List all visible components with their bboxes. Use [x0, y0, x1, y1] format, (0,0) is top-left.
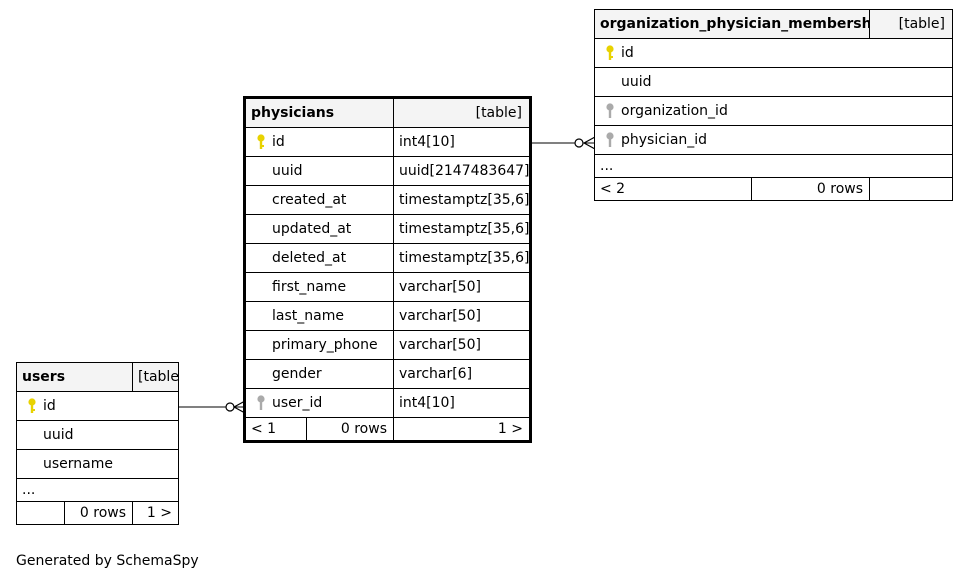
- column-row[interactable]: physician_id: [593, 125, 954, 155]
- table-type: [table]: [132, 362, 180, 392]
- column-name: id: [272, 134, 285, 150]
- column-name: uuid: [43, 427, 74, 443]
- column-type: timestamptz[35,6]: [393, 185, 531, 215]
- column-row[interactable]: id: [593, 38, 954, 68]
- parents-link[interactable]: < 2: [594, 177, 752, 201]
- column-row[interactable]: username: [15, 449, 180, 479]
- column-name-cell[interactable]: gender: [244, 359, 394, 389]
- children-link[interactable]: 1 >: [132, 501, 180, 525]
- parents-link[interactable]: < 1: [244, 417, 307, 442]
- column-name: user_id: [272, 395, 323, 411]
- column-name: created_at: [272, 192, 347, 208]
- column-type: timestamptz[35,6]: [393, 243, 531, 273]
- column-name-cell[interactable]: last_name: [244, 301, 394, 331]
- column-name: first_name: [272, 279, 347, 295]
- table-users[interactable]: users [table] id uuid username ... 0 row…: [15, 362, 180, 525]
- column-row[interactable]: uuid: [593, 67, 954, 97]
- primary-key-icon: [28, 398, 36, 413]
- column-name-cell[interactable]: updated_at: [244, 214, 394, 244]
- foreign-key-icon: [257, 395, 265, 410]
- column-name: id: [621, 45, 634, 61]
- column-type: varchar[50]: [393, 301, 531, 331]
- foreign-key-icon: [606, 132, 614, 147]
- children-link[interactable]: 1 >: [393, 417, 531, 442]
- column-name-cell[interactable]: created_at: [244, 185, 394, 215]
- column-name: deleted_at: [272, 250, 347, 266]
- row-count: 0 rows: [750, 177, 871, 201]
- primary-key-icon: [257, 134, 265, 149]
- column-name-cell[interactable]: primary_phone: [244, 330, 394, 360]
- more-columns-ellipsis[interactable]: ...: [593, 154, 954, 178]
- column-type: uuid[2147483647]: [393, 156, 531, 186]
- more-columns-ellipsis[interactable]: ...: [15, 478, 180, 502]
- children-link[interactable]: [869, 177, 954, 201]
- table-organization-physician-memberships[interactable]: organization_physician_memberships [tabl…: [593, 9, 954, 201]
- column-name: gender: [272, 366, 322, 382]
- column-row[interactable]: organization_id: [593, 96, 954, 126]
- column-name-cell[interactable]: uuid: [244, 156, 394, 186]
- column-name: organization_id: [621, 103, 728, 119]
- column-type: varchar[50]: [393, 272, 531, 302]
- column-name-cell[interactable]: id: [244, 127, 394, 157]
- column-row[interactable]: uuid: [15, 420, 180, 450]
- primary-key-icon: [606, 45, 614, 60]
- column-type: int4[10]: [393, 127, 531, 157]
- column-type: int4[10]: [393, 388, 531, 418]
- relation-users-physicians: [178, 400, 246, 414]
- column-type: timestamptz[35,6]: [393, 214, 531, 244]
- table-type: [table]: [869, 9, 954, 39]
- column-name-cell[interactable]: user_id: [244, 388, 394, 418]
- column-row[interactable]: id: [15, 391, 180, 421]
- row-count: 0 rows: [63, 501, 134, 525]
- table-physicians[interactable]: physicians [table] id int4[10] uuid uuid…: [243, 96, 532, 443]
- parents-link[interactable]: [16, 501, 65, 525]
- table-type: [table]: [393, 97, 531, 128]
- column-name: id: [43, 398, 56, 414]
- column-name: uuid: [621, 74, 652, 90]
- row-count: 0 rows: [306, 417, 394, 442]
- column-name: uuid: [272, 163, 303, 179]
- column-type: varchar[50]: [393, 330, 531, 360]
- column-name: username: [43, 456, 113, 472]
- column-name: updated_at: [272, 221, 352, 237]
- column-name: physician_id: [621, 132, 708, 148]
- column-name: primary_phone: [272, 337, 378, 353]
- generated-by-label: Generated by SchemaSpy: [16, 553, 199, 569]
- table-name: physicians: [244, 97, 394, 128]
- table-name: users: [15, 362, 134, 392]
- column-name: last_name: [272, 308, 344, 324]
- column-name-cell[interactable]: deleted_at: [244, 243, 394, 273]
- table-name: organization_physician_memberships: [593, 9, 871, 39]
- relation-physicians-memberships: [528, 136, 596, 150]
- foreign-key-icon: [606, 103, 614, 118]
- column-name-cell[interactable]: first_name: [244, 272, 394, 302]
- column-type: varchar[6]: [393, 359, 531, 389]
